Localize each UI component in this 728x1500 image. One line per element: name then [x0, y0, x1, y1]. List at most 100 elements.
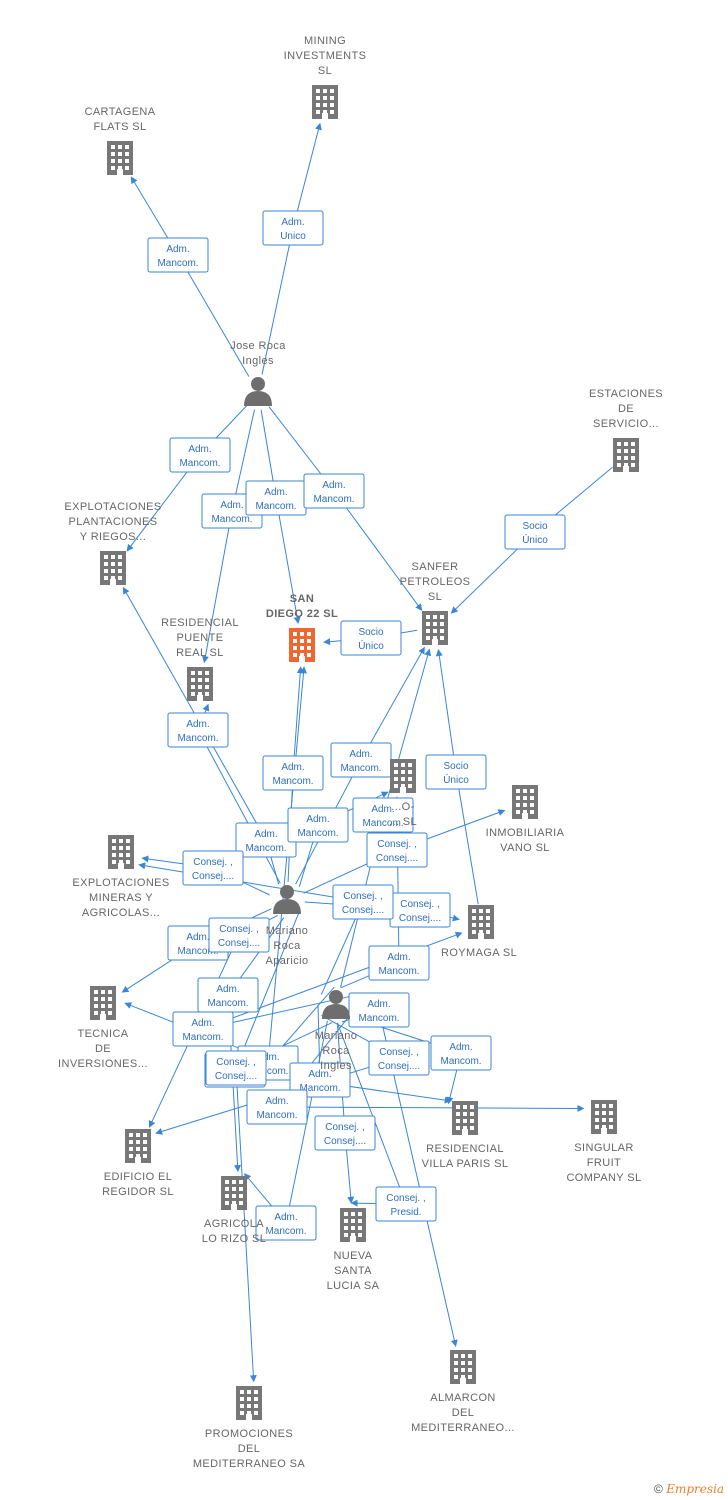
node-label: SL [318, 65, 332, 77]
building-icon [468, 905, 494, 939]
edge-label[interactable]: Adm.Mancom. [287, 807, 349, 843]
edge-label[interactable]: Adm.Mancom. [169, 437, 231, 473]
node-label: NUEVA [333, 1250, 372, 1262]
edge-label-text: Consej.... [215, 1071, 257, 1082]
edge-label[interactable]: Adm.Mancom. [246, 1089, 308, 1125]
building-icon [591, 1100, 617, 1134]
node-label: MINERAS Y [89, 892, 153, 904]
person-icon [273, 885, 301, 914]
node-label: DE [618, 403, 634, 415]
node-hidden-co[interactable]: ...O-... SL [389, 759, 417, 828]
node-label: Roca [322, 1045, 350, 1057]
edge-label-text: Adm. [264, 487, 287, 498]
edge-mariano_in-to-sandiego [267, 666, 335, 1065]
edge-label-text: Mancom. [299, 1083, 340, 1094]
edge-label[interactable]: Adm.Mancom. [330, 742, 392, 778]
edge-label[interactable]: Consej. ,Consej.... [208, 917, 270, 953]
node-tecnica[interactable]: TECNICADEINVERSIONES... [58, 986, 148, 1070]
edge-label[interactable]: Adm.Mancom. [348, 992, 410, 1028]
edge-label[interactable]: Adm.Mancom. [147, 237, 209, 273]
edge-label-text: Adm. [308, 1069, 331, 1080]
edge-label[interactable]: Adm.Mancom. [172, 1011, 234, 1047]
edge-label[interactable]: Consej. ,Consej.... [314, 1115, 376, 1151]
node-label: DIEGO 22 SL [266, 608, 338, 620]
node-label: FLATS SL [93, 121, 146, 133]
edge-label[interactable]: Adm. Mancom. [289, 1062, 351, 1098]
edge-label-text: Mancom. [177, 733, 218, 744]
node-label: PUENTE [176, 632, 223, 644]
node-label: LO RIZO SL [202, 1233, 267, 1245]
edge-label[interactable]: Adm.Mancom. [262, 755, 324, 791]
building-icon [107, 141, 133, 175]
node-label: CARTAGENA [84, 106, 155, 118]
edge-label[interactable]: Consej. ,Consej.... [389, 892, 451, 928]
node-cartagena[interactable]: CARTAGENA FLATS SL [84, 106, 155, 175]
building-icon [236, 1386, 262, 1420]
edge-label-text: Presid. [390, 1207, 421, 1218]
building-icon [187, 667, 213, 701]
edge-label[interactable]: Adm.Mancom. [352, 797, 414, 833]
edge-label[interactable]: Consej. ,Consej.... [366, 832, 428, 868]
node-label: ALMARCON [430, 1392, 496, 1404]
edge-label-text: Consej.... [324, 1136, 366, 1147]
edge-label-text: Consej. , [343, 891, 382, 902]
node-label: SANFER [411, 561, 458, 573]
edge-label[interactable]: Consej. ,Consej.... [205, 1050, 267, 1086]
node-label: REGIDOR SL [102, 1186, 174, 1198]
building-icon [90, 986, 116, 1020]
node-label: DEL [238, 1443, 261, 1455]
edge-label-text: Adm. [220, 500, 243, 511]
edge-label[interactable]: Adm.Mancom. [235, 822, 297, 858]
edge-label-text: Adm. [265, 1096, 288, 1107]
edge-label[interactable]: Adm.Mancom. [303, 473, 365, 509]
node-label: DEL [452, 1407, 475, 1419]
node-roymaga[interactable]: ROYMAGA SL [441, 905, 517, 959]
node-estaciones[interactable]: ESTACIONESDESERVICIO... [589, 388, 663, 472]
building-icon [452, 1101, 478, 1135]
edge-label[interactable]: Consej. ,Consej.... [368, 1040, 430, 1076]
node-label: Y RIEGOS... [80, 531, 147, 543]
edge-label[interactable]: Adm.Mancom. [167, 712, 229, 748]
edge-label-text: Mancom. [265, 1226, 306, 1237]
edge-label[interactable]: Adm.Unico [262, 210, 324, 246]
building-icon [450, 1350, 476, 1384]
node-almarcon[interactable]: ALMARCONDELMEDITERRANEO... [411, 1350, 515, 1434]
node-label: SANTA [334, 1265, 372, 1277]
edge-label[interactable]: Adm.Mancom. [430, 1035, 492, 1071]
edge-label-text: Consej.... [218, 938, 260, 949]
edge-label-text: Adm. [274, 1212, 297, 1223]
building-icon [312, 85, 338, 119]
node-label: MEDITERRANEO SA [193, 1458, 306, 1470]
edge-label[interactable]: Consej. ,Consej.... [182, 850, 244, 886]
node-label: EXPLOTACIONES [72, 877, 169, 889]
edge-label[interactable]: Consej. ,Presid. [375, 1186, 437, 1222]
edge-label[interactable]: Adm.Mancom. [197, 977, 259, 1013]
brand-logo-text[interactable]: Empresia [666, 1482, 724, 1496]
edge-label[interactable]: Consej. ,Consej.... [332, 884, 394, 920]
edge-label[interactable]: Adm. Mancom. [255, 1205, 317, 1241]
edge-label[interactable]: Adm.Mancom. [368, 945, 430, 981]
edge-label-text: Adm. [449, 1042, 472, 1053]
edge-label[interactable]: Adm.Mancom. [245, 480, 307, 516]
edge-label-text: Unico [280, 231, 306, 242]
node-label: SINGULAR [574, 1142, 633, 1154]
